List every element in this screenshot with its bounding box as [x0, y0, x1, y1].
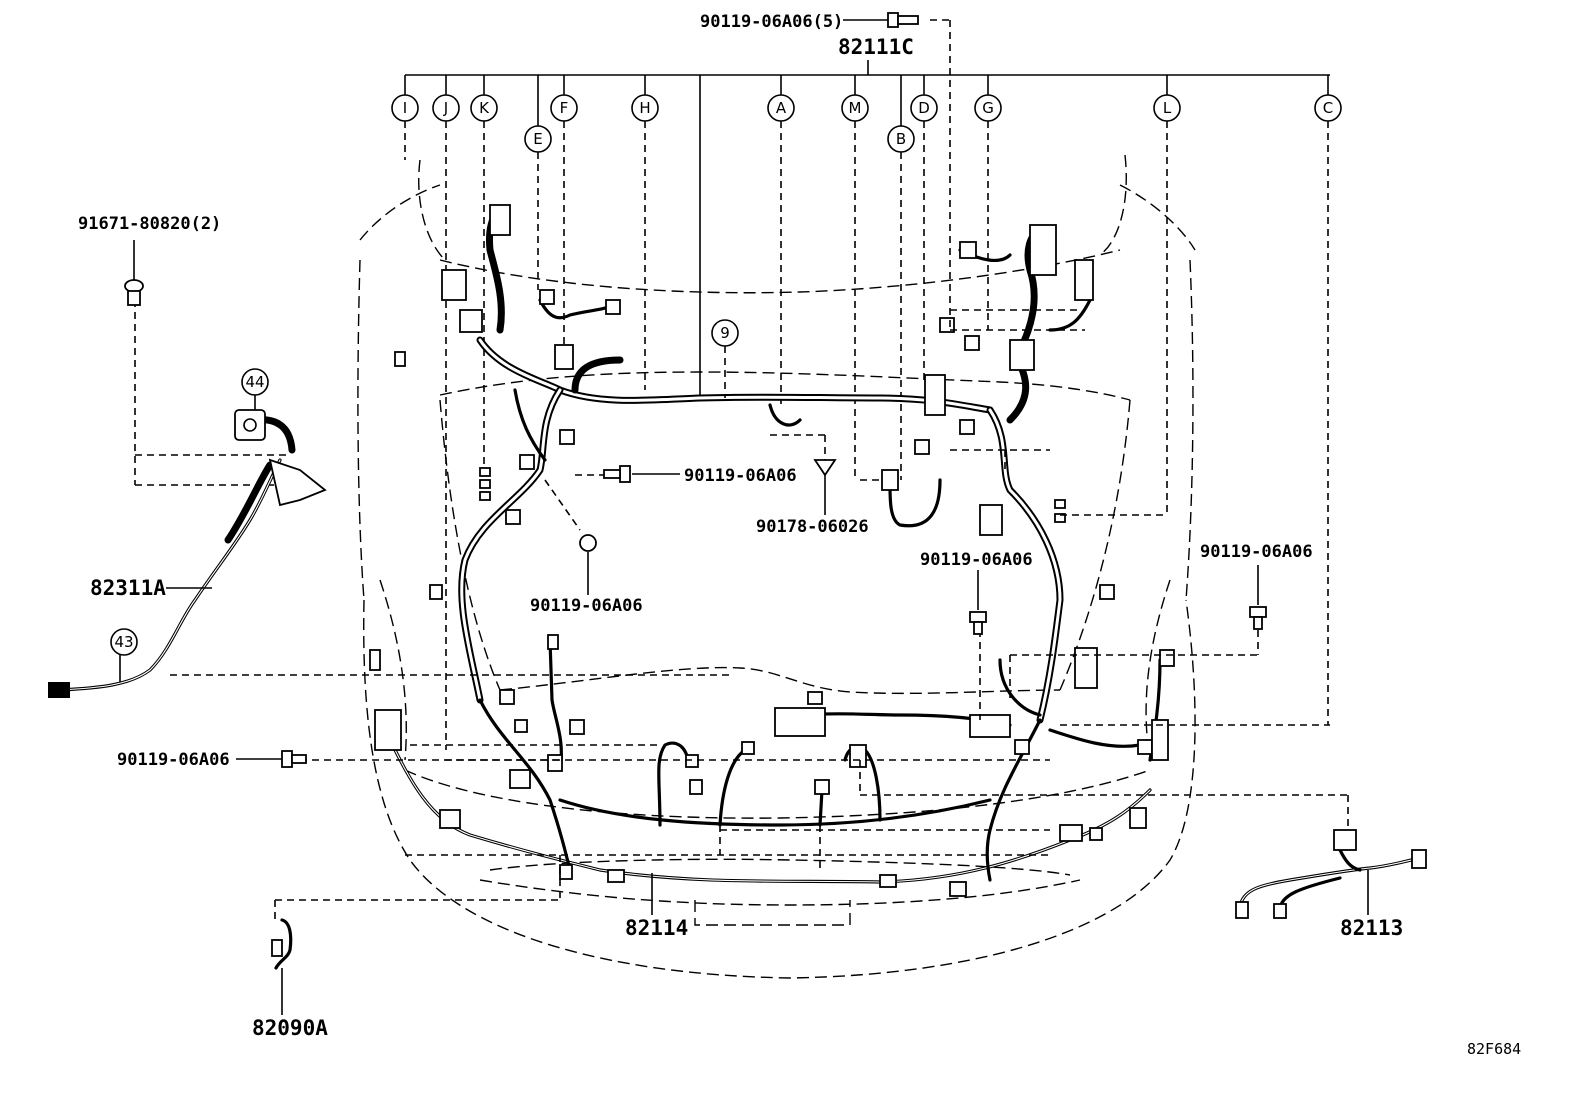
letter-marker-label: M: [849, 99, 862, 117]
letter-marker-label: B: [896, 130, 906, 148]
main-harness-connectors: [394, 204, 1115, 689]
clip-center-label: 90178-06026: [756, 517, 869, 537]
letter-marker-c: C: [1314, 75, 1342, 725]
sensor-wire: [271, 918, 293, 1015]
cooling-fan-sub-wire: [1235, 829, 1427, 919]
letter-marker-f: F: [550, 75, 578, 360]
callout-43: 43: [110, 628, 138, 656]
letter-marker-label: A: [776, 99, 787, 117]
bolt-icon-far-right: [1249, 565, 1267, 630]
bolt-far-right-label: 90119-06A06: [1200, 542, 1313, 562]
letter-marker-label: L: [1163, 99, 1172, 117]
letter-marker-e: E: [524, 75, 552, 290]
bolt-left-lower-label: 90119-06A06: [117, 750, 230, 770]
clamp-bolt-label: 91671-80820(2): [78, 214, 221, 234]
front-harness-connectors: [369, 634, 1175, 897]
letter-marker-j: J: [432, 75, 460, 750]
letter-marker-label: E: [533, 130, 542, 148]
letter-marker-label: K: [479, 99, 490, 117]
bolt-icon-left-lower: [236, 750, 307, 768]
bolt-right-label: 90119-06A06: [920, 550, 1033, 570]
letter-marker-d: D: [910, 75, 938, 380]
sensor-wire-label: 82090A: [252, 1016, 328, 1040]
callout-44: 44: [241, 368, 269, 396]
engine-room-main-harness: [458, 206, 1092, 724]
letter-marker-b: B: [887, 75, 915, 480]
top-bolts-label: 90119-06A06(5): [700, 12, 843, 32]
bolt-icon-right: [969, 570, 987, 635]
svg-text:44: 44: [245, 373, 264, 391]
letter-leader-bus: [405, 60, 1330, 395]
bolt-lower-center-label: 90119-06A06: [530, 596, 643, 616]
letter-marker-a: A: [767, 75, 795, 405]
letter-markers: I J K EF H A M BD G L C: [391, 75, 1342, 750]
clamp-bolt-icon: [124, 240, 144, 306]
letter-marker-label: H: [639, 99, 650, 117]
letter-marker-label: I: [403, 99, 407, 117]
letter-marker-k: K: [470, 75, 498, 500]
letter-marker-h: H: [631, 75, 659, 390]
letter-marker-i: I: [391, 75, 419, 160]
bolt-icon-lower-center: [579, 534, 597, 595]
callout-9: 9: [711, 319, 739, 398]
letter-marker-m: M: [841, 75, 869, 480]
svg-text:43: 43: [114, 633, 133, 651]
cooling-fan-sub-label: 82113: [1340, 916, 1403, 940]
clip-icon-center: [813, 459, 837, 515]
front-harness: [388, 638, 1162, 884]
letter-marker-label: C: [1323, 99, 1333, 117]
hood-latch-wire: [48, 395, 327, 698]
letter-marker-l: L: [1153, 75, 1181, 515]
letter-marker-label: J: [443, 99, 448, 117]
front-harness-label: 82114: [625, 916, 688, 940]
engine-room-main-label: 82111C: [838, 35, 914, 59]
bolt-center-label: 90119-06A06: [684, 466, 797, 486]
letter-marker-label: F: [560, 99, 569, 117]
diagram-id: 82F684: [1467, 1040, 1521, 1058]
hood-latch-wire-label: 82311A: [90, 576, 166, 600]
letter-marker-label: D: [918, 99, 930, 117]
bolt-icon-center: [603, 465, 680, 483]
internal-leaders: [134, 19, 1349, 920]
letter-marker-label: G: [982, 99, 994, 117]
bolt-icon-top: [843, 12, 919, 28]
letter-marker-g: G: [974, 75, 1002, 330]
svg-text:9: 9: [720, 324, 730, 342]
